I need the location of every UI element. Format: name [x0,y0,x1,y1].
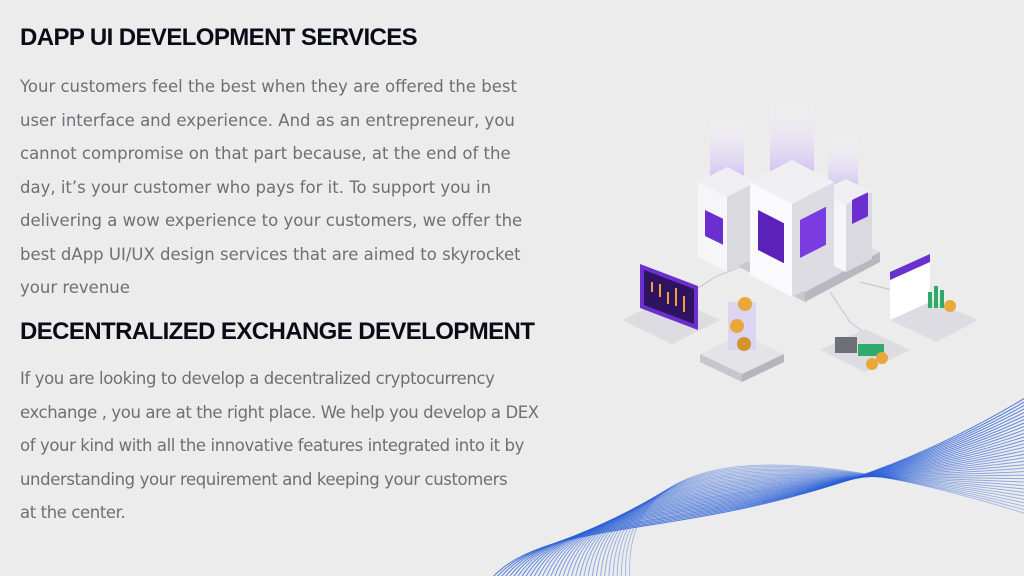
text-line: Your customers feel the best when they a… [20,77,517,96]
wave-line [629,464,1024,576]
wave-line [579,471,1024,576]
wave-line [612,469,1024,576]
wave-line [513,415,1024,576]
wave-line [608,471,1024,576]
wave-line [591,475,1024,576]
wave-line [493,397,1024,576]
text-line: If you are looking to develop a decentra… [20,369,495,388]
wave-line [534,432,1024,576]
wave-line [587,475,1024,576]
heading-dapp-ui: DAPP UI DEVELOPMENT SERVICES [20,24,418,51]
text-line: cannot compromise on that part because, … [20,144,511,163]
wave-line [575,467,1024,576]
wave-line [538,436,1024,576]
wave-line [571,464,1024,576]
candlestick-monitor-icon [622,264,720,344]
text-line: delivering a wow experience to your cust… [20,211,523,230]
text-line: your revenue [20,278,130,297]
wave-line [600,473,1024,576]
wave-line [529,429,1024,576]
wave-line [621,467,1024,576]
wave-line [542,439,1024,576]
wave-line [546,443,1024,576]
paragraph-dex-development: If you are looking to develop a decentra… [20,362,539,530]
wave-line [550,446,1024,576]
text-line: at the center. [20,503,126,522]
wave-line [596,474,1024,576]
wave-line [525,425,1024,576]
wave-line [567,460,1024,576]
wave-line [625,465,1024,576]
text-line: user interface and experience. And as an… [20,110,515,130]
analytics-dashboard-icon [890,254,978,342]
wave-line [604,472,1024,576]
wave-line [509,411,1024,576]
text-line: understanding your requirement and keepi… [20,469,508,489]
payment-terminal-icon [820,329,910,372]
text-line: day, it’s your customer who pays for it.… [20,177,492,197]
wave-line [517,418,1024,576]
wave-line [554,450,1024,576]
server-stack-icon [698,97,880,302]
blockchain-network-illustration [622,97,978,382]
wave-line [505,408,1024,576]
coin-stack-icon [700,297,784,382]
text-line: exchange , you are at the right place. W… [20,402,539,422]
text-line: of your kind with all the innovative fea… [20,436,524,455]
wave-line [616,468,1024,576]
wave-line [521,422,1024,576]
wave-line [583,474,1024,576]
text-line: best dApp UI/UX design services that are… [20,244,521,264]
wave-line [501,404,1024,576]
wave-line [562,457,1024,576]
wave-line [497,401,1024,576]
wave-line [558,453,1024,576]
paragraph-dapp-ui: Your customers feel the best when they a… [20,70,522,305]
heading-dex-development: DECENTRALIZED EXCHANGE DEVELOPMENT [20,318,535,345]
